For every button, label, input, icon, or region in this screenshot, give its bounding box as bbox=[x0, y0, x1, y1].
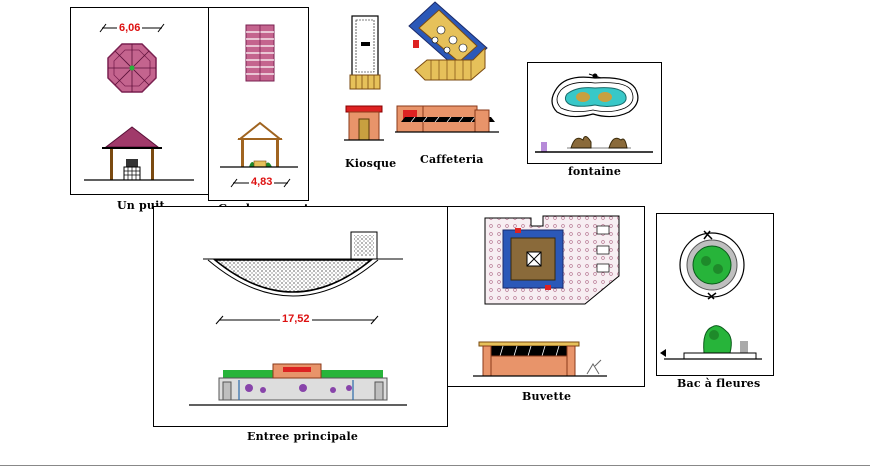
kiosque-label: Kiosque bbox=[345, 157, 397, 170]
buvette-drawing bbox=[473, 215, 620, 377]
puit-frame bbox=[70, 7, 209, 195]
bottom-border bbox=[0, 465, 870, 466]
gazebo-frame bbox=[208, 7, 309, 201]
gazebo-dimension: 4,83 bbox=[249, 176, 275, 188]
cafeteria-label: Caffeteria bbox=[420, 153, 484, 166]
bac-drawing bbox=[660, 230, 762, 360]
cafeteria-drawing bbox=[395, 1, 499, 133]
puit-drawing bbox=[84, 23, 194, 181]
gazebo-drawing bbox=[220, 24, 298, 188]
buvette-label: Buvette bbox=[522, 390, 572, 403]
fontaine-drawing bbox=[535, 73, 653, 153]
fontaine-label: fontaine bbox=[568, 165, 622, 178]
entree-label: Entree principale bbox=[247, 430, 359, 443]
bac-label: Bac à fleures bbox=[677, 377, 761, 390]
entree-dimension: 17,52 bbox=[280, 313, 312, 325]
kiosque-drawing bbox=[344, 15, 384, 141]
puit-label: Un puit bbox=[117, 199, 165, 212]
puit-dimension: 6,06 bbox=[117, 22, 143, 34]
